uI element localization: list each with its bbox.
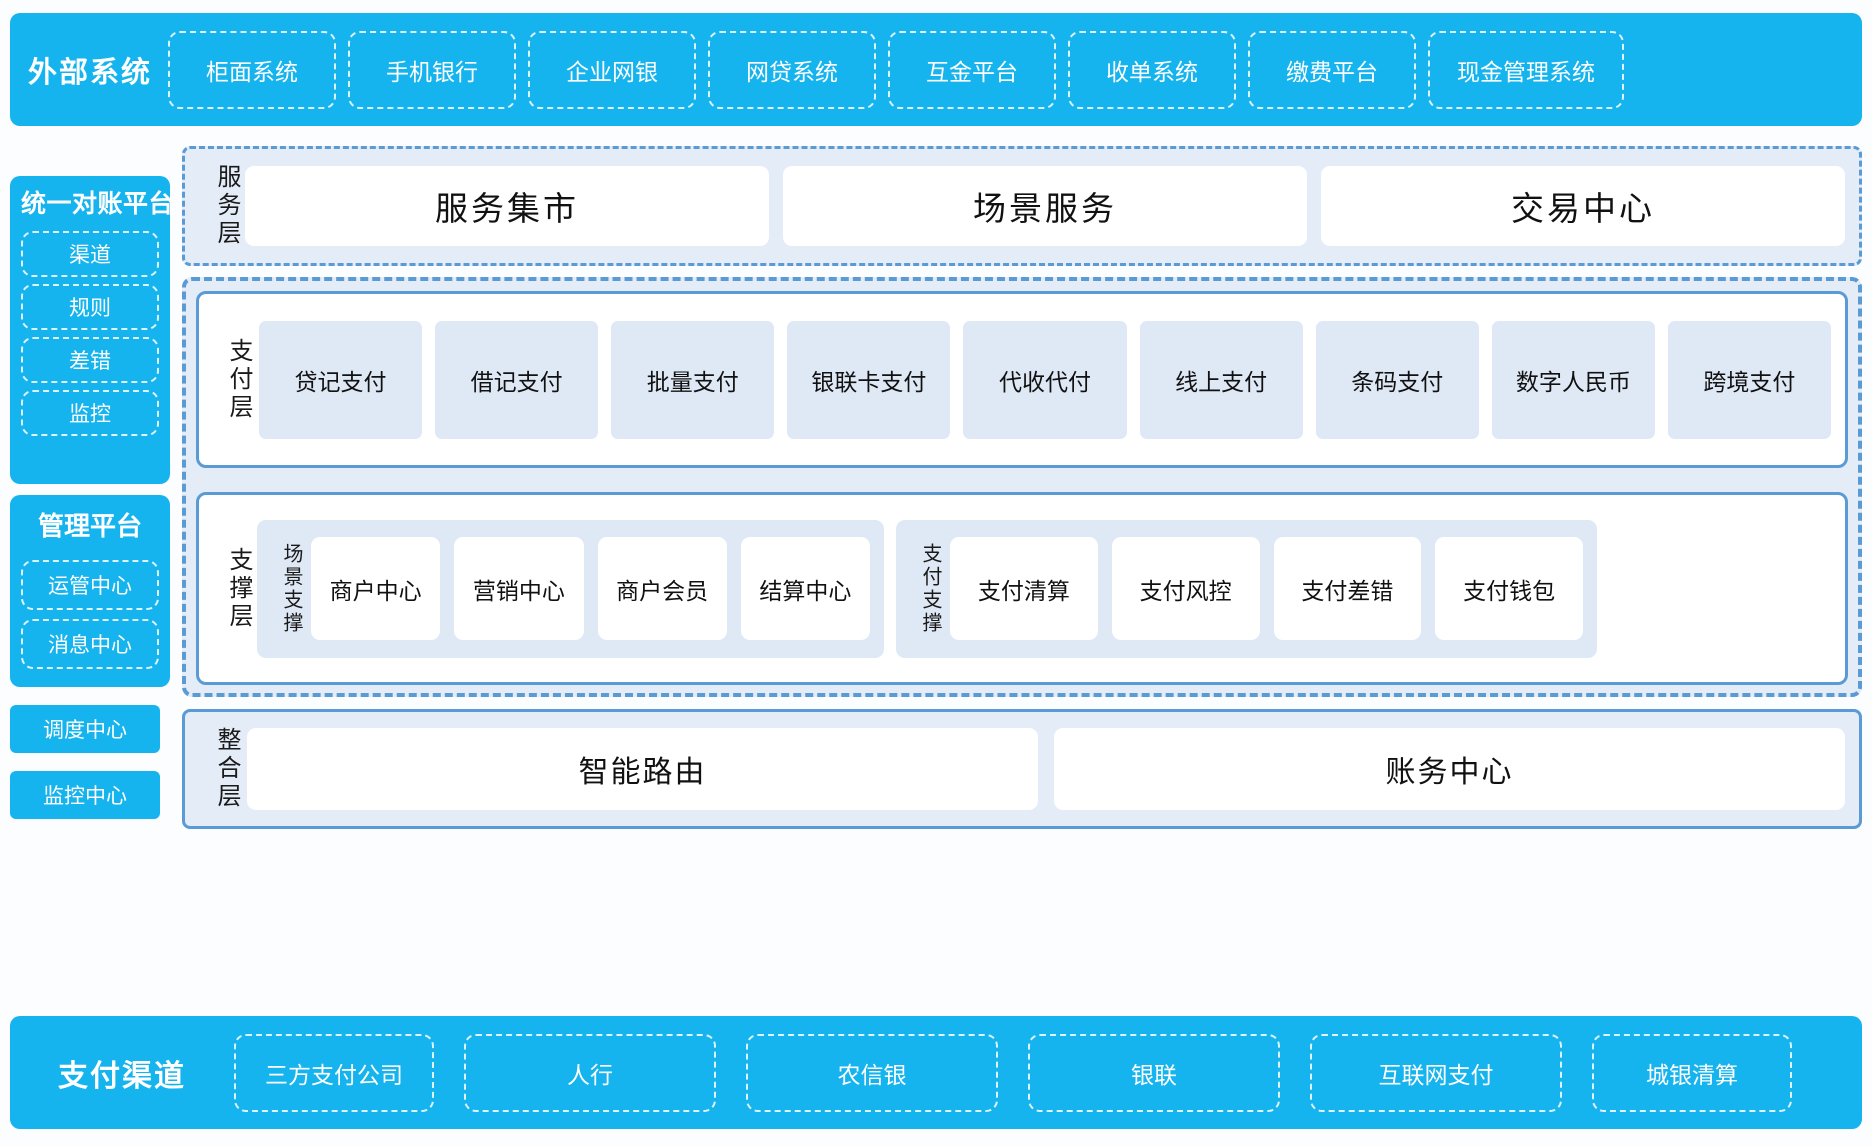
recon-platform-title: 统一对账平台 bbox=[21, 190, 175, 218]
recon-item-channel[interactable]: 渠道 bbox=[21, 231, 159, 277]
channel-chip-unionpay[interactable]: 银联 bbox=[1028, 1033, 1280, 1112]
integration-card-accounting-center[interactable]: 账务中心 bbox=[1054, 728, 1845, 810]
external-system-chip-counter[interactable]: 柜面系统 bbox=[168, 30, 336, 109]
external-system-chip-online-loan[interactable]: 网贷系统 bbox=[708, 30, 876, 109]
payment-card-digital-rmb[interactable]: 数字人民币 bbox=[1491, 320, 1655, 439]
integration-layer-label: 整合层 bbox=[213, 727, 240, 811]
channel-chip-internet-payment[interactable]: 互联网支付 bbox=[1310, 1033, 1562, 1112]
payment-channels-list: 三方支付公司 人行 农信银 银联 互联网支付 城银清算 bbox=[234, 1033, 1792, 1112]
integration-card-smart-routing[interactable]: 智能路由 bbox=[247, 728, 1038, 810]
payment-card-barcode[interactable]: 条码支付 bbox=[1315, 320, 1479, 439]
support-layer-container: 支撑层 场景支撑 商户中心 营销中心 商户会员 结算中心 支付支撑 支付清算 支… bbox=[196, 492, 1848, 685]
support-card-merchant-member[interactable]: 商户会员 bbox=[597, 537, 727, 640]
external-systems-title: 外部系统 bbox=[27, 56, 152, 89]
service-card-transaction-center[interactable]: 交易中心 bbox=[1321, 166, 1845, 246]
external-system-chip-mobile-bank[interactable]: 手机银行 bbox=[348, 30, 516, 109]
channel-chip-rcbc[interactable]: 农信银 bbox=[746, 1033, 998, 1112]
external-system-chip-acquiring[interactable]: 收单系统 bbox=[1068, 30, 1236, 109]
support-card-payment-error[interactable]: 支付差错 bbox=[1273, 537, 1422, 640]
payment-layer-container: 支付层 贷记支付 借记支付 批量支付 银联卡支付 代收代付 线上支付 条码支付 … bbox=[196, 291, 1848, 468]
channel-chip-third-party[interactable]: 三方支付公司 bbox=[234, 1033, 434, 1112]
service-card-marketplace[interactable]: 服务集市 bbox=[245, 166, 769, 246]
payment-card-unionpay[interactable]: 银联卡支付 bbox=[787, 320, 951, 439]
integration-layer-cards: 智能路由 账务中心 bbox=[247, 728, 1845, 810]
support-layer-label: 支撑层 bbox=[225, 546, 252, 631]
channel-chip-pboc[interactable]: 人行 bbox=[464, 1033, 716, 1112]
manage-platform-group: 管理平台 运管中心 消息中心 bbox=[10, 495, 170, 687]
support-group-scene-cards: 商户中心 营销中心 商户会员 结算中心 bbox=[311, 537, 870, 640]
payment-card-batch[interactable]: 批量支付 bbox=[611, 320, 775, 439]
payment-card-credit[interactable]: 贷记支付 bbox=[259, 320, 423, 439]
channel-chip-city-bank-clearing[interactable]: 城银清算 bbox=[1592, 1033, 1792, 1112]
support-group-payment-label: 支付支撑 bbox=[919, 542, 941, 635]
support-group-payment: 支付支撑 支付清算 支付风控 支付差错 支付钱包 bbox=[896, 519, 1597, 658]
support-group-scene: 场景支撑 商户中心 营销中心 商户会员 结算中心 bbox=[257, 519, 884, 658]
external-system-chip-corporate-bank[interactable]: 企业网银 bbox=[528, 30, 696, 109]
support-card-settlement-center[interactable]: 结算中心 bbox=[740, 537, 870, 640]
recon-platform-group: 统一对账平台 渠道 规则 差错 监控 bbox=[10, 176, 175, 484]
support-group-scene-label: 场景支撑 bbox=[280, 542, 302, 635]
external-system-chip-cash-management[interactable]: 现金管理系统 bbox=[1428, 30, 1624, 109]
support-card-payment-wallet[interactable]: 支付钱包 bbox=[1435, 537, 1583, 640]
service-layer-label: 服务层 bbox=[213, 164, 240, 248]
payment-card-online[interactable]: 线上支付 bbox=[1139, 320, 1303, 439]
support-card-marketing-center[interactable]: 营销中心 bbox=[454, 537, 584, 640]
service-layer-cards: 服务集市 场景服务 交易中心 bbox=[245, 166, 1845, 246]
manage-item-operation-center[interactable]: 运管中心 bbox=[21, 560, 159, 610]
external-systems-band: 外部系统 柜面系统 手机银行 企业网银 网贷系统 互金平台 收单系统 缴费平台 … bbox=[10, 13, 1862, 126]
recon-item-error[interactable]: 差错 bbox=[21, 337, 159, 383]
support-group-payment-cards: 支付清算 支付风控 支付差错 支付钱包 bbox=[950, 537, 1583, 640]
support-card-payment-risk[interactable]: 支付风控 bbox=[1111, 537, 1260, 640]
manage-platform-title: 管理平台 bbox=[37, 511, 142, 541]
manage-item-message-center[interactable]: 消息中心 bbox=[21, 619, 159, 669]
external-system-chip-payment-fee[interactable]: 缴费平台 bbox=[1248, 30, 1416, 109]
integration-layer-container: 整合层 智能路由 账务中心 bbox=[182, 709, 1862, 829]
external-system-chip-fintech[interactable]: 互金平台 bbox=[888, 30, 1056, 109]
dispatch-center-box[interactable]: 调度中心 bbox=[10, 705, 160, 753]
service-layer-container: 服务层 服务集市 场景服务 交易中心 bbox=[182, 146, 1862, 266]
payment-card-debit[interactable]: 借记支付 bbox=[435, 320, 599, 439]
payment-card-collect-pay[interactable]: 代收代付 bbox=[963, 320, 1127, 439]
recon-item-rule[interactable]: 规则 bbox=[21, 284, 159, 330]
support-card-merchant-center[interactable]: 商户中心 bbox=[311, 537, 441, 640]
external-systems-list: 柜面系统 手机银行 企业网银 网贷系统 互金平台 收单系统 缴费平台 现金管理系… bbox=[168, 30, 1624, 109]
support-layer-groups: 场景支撑 商户中心 营销中心 商户会员 结算中心 支付支撑 支付清算 支付风控 … bbox=[257, 519, 1831, 658]
recon-item-monitor[interactable]: 监控 bbox=[21, 390, 159, 436]
support-card-payment-clearing[interactable]: 支付清算 bbox=[950, 537, 1098, 640]
payment-card-cross-border[interactable]: 跨境支付 bbox=[1667, 320, 1831, 439]
payment-layer-label: 支付层 bbox=[225, 337, 252, 422]
monitor-center-box[interactable]: 监控中心 bbox=[10, 771, 160, 819]
payment-channels-title: 支付渠道 bbox=[58, 1059, 186, 1093]
payment-layer-cards: 贷记支付 借记支付 批量支付 银联卡支付 代收代付 线上支付 条码支付 数字人民… bbox=[259, 320, 1831, 439]
service-card-scenario[interactable]: 场景服务 bbox=[783, 166, 1307, 246]
payment-channels-band: 支付渠道 三方支付公司 人行 农信银 银联 互联网支付 城银清算 bbox=[10, 1016, 1862, 1129]
